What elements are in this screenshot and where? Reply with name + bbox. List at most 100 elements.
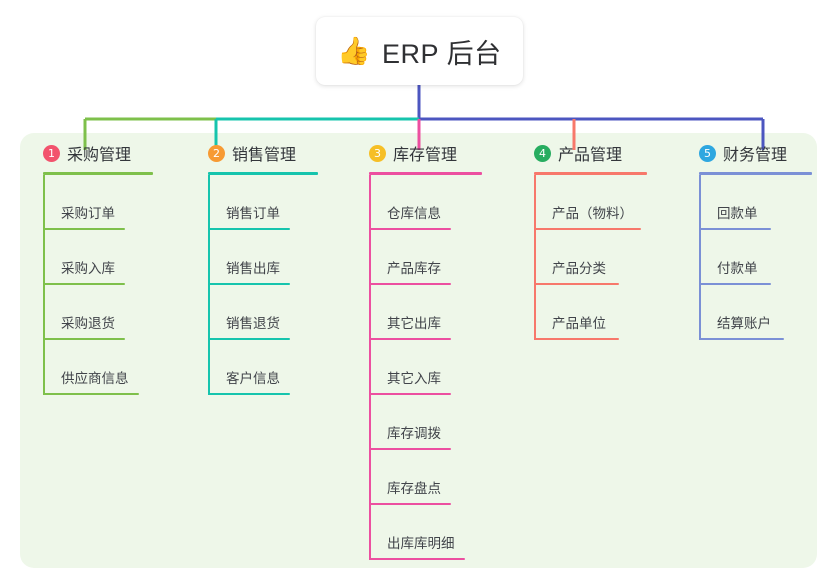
column-items-2: 销售订单销售出库销售退货客户信息 (208, 175, 351, 395)
list-item[interactable]: 采购退货 (43, 285, 186, 340)
list-item-label: 库存调拨 (387, 426, 441, 441)
list-item[interactable]: 客户信息 (208, 340, 351, 395)
column-title-3: 库存管理 (393, 147, 458, 164)
column-rule-5 (699, 172, 812, 175)
list-item-rule (208, 283, 290, 285)
column-items-4: 产品（物料） 产品分类产品单位 (534, 175, 687, 340)
list-item-rule (208, 228, 290, 230)
list-item-label: 产品（物料） (552, 206, 633, 221)
list-item[interactable]: 销售订单 (208, 175, 351, 230)
column-badge-3: 3 (369, 144, 386, 162)
list-item-rule (369, 228, 451, 230)
column-header-3[interactable]: 3 库存管理 (362, 140, 512, 166)
list-item-rule (43, 283, 125, 285)
thumbs-up-icon: 👍 (337, 35, 372, 67)
column-5: 5 财务管理回款单付款单结算账户 (692, 140, 822, 340)
column-badge-4: 4 (534, 144, 551, 162)
list-item[interactable]: 其它入库 (369, 340, 512, 395)
column-2: 2 销售管理销售订单销售出库销售退货客户信息 (201, 140, 351, 395)
column-header-4[interactable]: 4 产品管理 (527, 140, 687, 166)
column-items-5: 回款单付款单结算账户 (699, 175, 822, 340)
list-item-rule (208, 393, 290, 395)
list-item-label: 其它入库 (387, 371, 441, 386)
column-badge-1: 1 (43, 144, 60, 162)
list-item[interactable]: 库存盘点 (369, 450, 512, 505)
list-item-rule (43, 338, 125, 340)
column-4: 4 产品管理产品（物料） 产品分类产品单位 (527, 140, 687, 340)
list-item-label: 销售订单 (226, 206, 280, 221)
list-item[interactable]: 付款单 (699, 230, 822, 285)
list-item-label: 产品单位 (552, 316, 606, 331)
list-item-label: 库存盘点 (387, 481, 441, 496)
list-item[interactable]: 结算账户 (699, 285, 822, 340)
list-item[interactable]: 产品单位 (534, 285, 687, 340)
list-item-label: 采购入库 (61, 261, 115, 276)
root-node-card[interactable]: 👍 ERP 后台 (316, 17, 523, 85)
list-item-label: 结算账户 (717, 316, 771, 331)
list-item[interactable]: 其它出库 (369, 285, 512, 340)
list-item-label: 付款单 (717, 261, 758, 276)
list-item-rule (369, 393, 451, 395)
list-item-rule (369, 283, 451, 285)
list-item-label: 其它出库 (387, 316, 441, 331)
list-item[interactable]: 仓库信息 (369, 175, 512, 230)
list-item-label: 销售退货 (226, 316, 280, 331)
column-title-1: 采购管理 (67, 147, 132, 164)
column-badge-2: 2 (208, 144, 225, 162)
column-trunk-3 (369, 175, 371, 560)
list-item[interactable]: 库存调拨 (369, 395, 512, 450)
list-item-label: 客户信息 (226, 371, 280, 386)
list-item-label: 产品分类 (552, 261, 606, 276)
list-item[interactable]: 采购入库 (43, 230, 186, 285)
list-item-label: 产品库存 (387, 261, 441, 276)
column-rule-2 (208, 172, 318, 175)
column-title-2: 销售管理 (232, 147, 297, 164)
column-title-4: 产品管理 (558, 147, 623, 164)
list-item-label: 回款单 (717, 206, 758, 221)
list-item[interactable]: 销售出库 (208, 230, 351, 285)
list-item-rule (534, 228, 641, 230)
root-node-title: ERP 后台 (382, 38, 502, 69)
list-item[interactable]: 产品库存 (369, 230, 512, 285)
list-item-rule (43, 393, 139, 395)
list-item-rule (369, 558, 465, 560)
list-item[interactable]: 采购订单 (43, 175, 186, 230)
column-header-1[interactable]: 1 采购管理 (36, 140, 186, 166)
list-item-rule (699, 338, 784, 340)
list-item-rule (43, 228, 125, 230)
list-item[interactable]: 出库库明细 (369, 505, 512, 560)
list-item-rule (699, 228, 771, 230)
list-item[interactable]: 产品分类 (534, 230, 687, 285)
list-item-label: 供应商信息 (61, 371, 129, 386)
list-item-label: 采购退货 (61, 316, 115, 331)
list-item-rule (369, 448, 451, 450)
column-header-2[interactable]: 2 销售管理 (201, 140, 351, 166)
diagram-panel (20, 133, 817, 568)
column-rule-4 (534, 172, 647, 175)
list-item-rule (699, 283, 771, 285)
column-1: 1 采购管理采购订单采购入库采购退货供应商信息 (36, 140, 186, 395)
list-item[interactable]: 产品（物料） (534, 175, 687, 230)
column-trunk-4 (534, 175, 536, 340)
list-item[interactable]: 回款单 (699, 175, 822, 230)
column-header-5[interactable]: 5 财务管理 (692, 140, 822, 166)
list-item-rule (369, 338, 451, 340)
column-rule-1 (43, 172, 153, 175)
column-badge-5: 5 (699, 144, 716, 162)
list-item-label: 仓库信息 (387, 206, 441, 221)
list-item-label: 采购订单 (61, 206, 115, 221)
column-trunk-5 (699, 175, 701, 340)
list-item[interactable]: 销售退货 (208, 285, 351, 340)
list-item-rule (208, 338, 290, 340)
list-item[interactable]: 供应商信息 (43, 340, 186, 395)
list-item-rule (369, 503, 451, 505)
column-rule-3 (369, 172, 482, 175)
column-title-5: 财务管理 (723, 147, 788, 164)
column-trunk-2 (208, 175, 210, 395)
column-items-1: 采购订单采购入库采购退货供应商信息 (43, 175, 186, 395)
column-3: 3 库存管理仓库信息产品库存其它出库其它入库库存调拨库存盘点出库库明细 (362, 140, 512, 560)
column-items-3: 仓库信息产品库存其它出库其它入库库存调拨库存盘点出库库明细 (369, 175, 512, 560)
list-item-label: 出库库明细 (387, 536, 455, 551)
column-trunk-1 (43, 175, 45, 395)
